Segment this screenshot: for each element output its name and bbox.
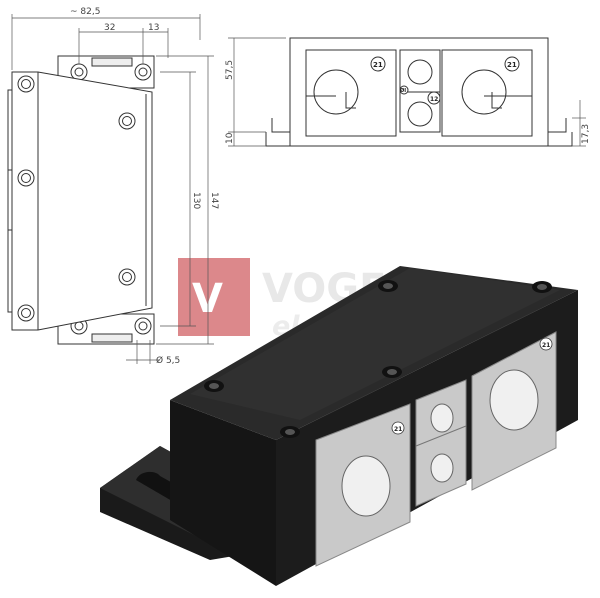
dim-side-height: 17,3 xyxy=(581,124,591,144)
front-view xyxy=(7,55,155,345)
screw-3 xyxy=(17,304,35,322)
dim-hole-spacing: 130 xyxy=(191,192,201,209)
iso-screw-5 xyxy=(378,280,398,292)
dim-front-height: 57,5 xyxy=(225,60,235,80)
end-view xyxy=(265,37,573,147)
iso-badge-left: 21 xyxy=(394,426,402,433)
badge-center-top: ØΙ xyxy=(400,87,406,94)
screw-4 xyxy=(118,112,136,130)
iso-screw-4 xyxy=(532,281,552,293)
watermark-letter: V xyxy=(192,276,223,322)
body-outline xyxy=(11,71,153,331)
bottom-slot xyxy=(91,333,133,343)
dim-overall-width: ~ 82,5 xyxy=(70,7,100,17)
badge-right-large: 21 xyxy=(507,61,517,69)
top-slot xyxy=(91,57,133,67)
screw-1 xyxy=(17,75,35,93)
bottom-right-hole xyxy=(134,317,152,335)
dim-total-height: 147 xyxy=(209,192,219,209)
front-view-dimensions xyxy=(11,14,214,364)
dim-edge-offset: 13 xyxy=(148,23,159,33)
badge-left-large: 21 xyxy=(373,61,383,69)
iso-insert-center xyxy=(415,379,467,507)
iso-badge-right: 21 xyxy=(542,342,550,349)
iso-screw-2 xyxy=(382,366,402,378)
badge-center-small: 12 xyxy=(430,96,438,103)
dim-base-height: 10 xyxy=(225,132,235,144)
screw-2 xyxy=(17,169,35,187)
dim-hole-diameter: Ø 5,5 xyxy=(156,355,180,366)
end-view-dimensions xyxy=(228,37,586,147)
dim-hole-offset: 32 xyxy=(104,23,115,33)
iso-screw-3 xyxy=(280,426,300,438)
iso-body-side xyxy=(170,400,276,586)
iso-screw-1 xyxy=(204,380,224,392)
screw-5 xyxy=(118,268,136,286)
isometric-render xyxy=(100,266,578,586)
